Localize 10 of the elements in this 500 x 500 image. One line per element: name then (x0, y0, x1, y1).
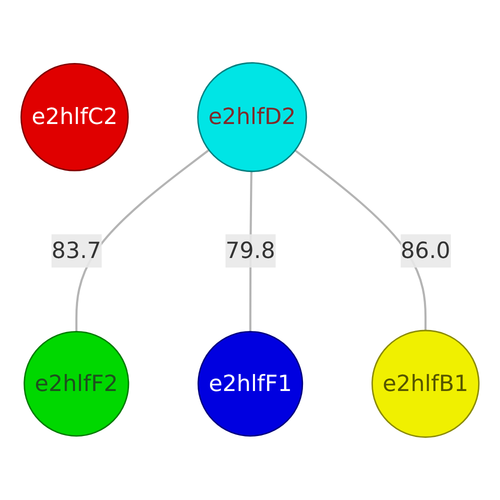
node-circle: e2hlfF2 (24, 331, 130, 437)
edge-label: 86.0 (400, 236, 450, 264)
node-circle: e2hlfD2 (197, 62, 308, 172)
edge-label: 83.7 (52, 236, 102, 264)
node-circle: e2hlfC2 (20, 62, 129, 172)
connector (294, 149, 427, 330)
node-circle: e2hlfF1 (198, 331, 304, 437)
edge-label: 79.8 (225, 236, 276, 264)
node-circle: e2hlfB1 (372, 330, 480, 438)
connector (75, 149, 210, 332)
